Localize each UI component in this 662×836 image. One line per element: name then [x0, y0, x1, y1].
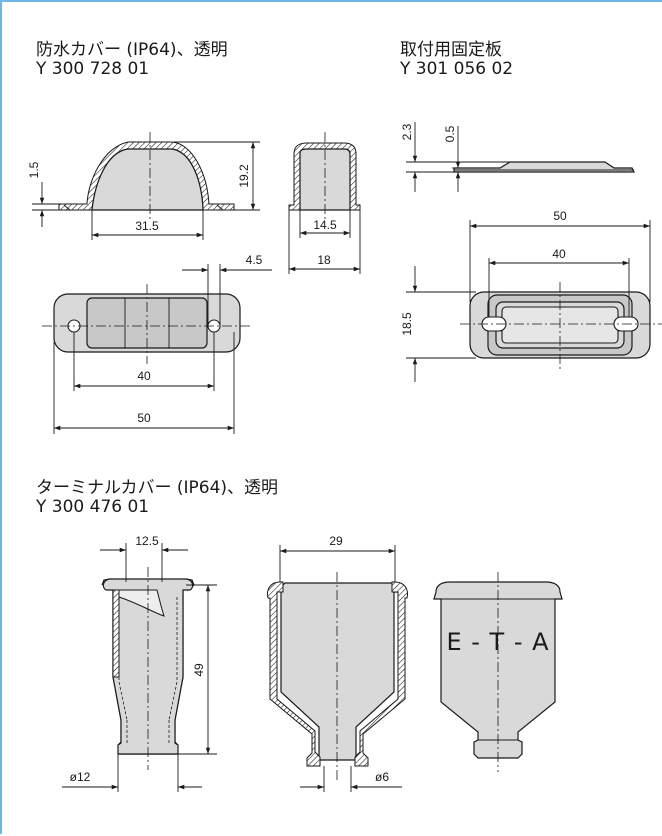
- plate-dim-18-5: 18.5: [400, 312, 414, 336]
- cover-end-view: 14.5 18: [288, 132, 361, 274]
- cover-top-view: 4.5 40 50: [42, 253, 272, 434]
- dim-4-5: 4.5: [246, 253, 263, 267]
- terminal-section-view: 29 ø6: [267, 534, 408, 792]
- plate-side-view: 2.3 0.5: [400, 122, 635, 192]
- plate-top-view: 50 40 18.5: [400, 209, 662, 382]
- dim-19-2: 19.2: [237, 164, 251, 188]
- dim-50: 50: [137, 411, 151, 425]
- plate-code: Y 301 056 02: [399, 59, 513, 79]
- plate-dim-50: 50: [553, 209, 567, 223]
- dim-18: 18: [317, 253, 331, 267]
- terminal-marking: E - T - A: [446, 628, 549, 656]
- terminal-side-view: 12.5 49 ø12: [62, 534, 217, 792]
- terminal-front-view: E - T - A: [433, 572, 563, 772]
- plate-title: 取付用固定板: [400, 40, 502, 60]
- cover-title: 防水カバー (IP64)、透明: [36, 40, 228, 60]
- term-dim-d6: ø6: [375, 770, 389, 784]
- cover-code: Y 300 728 01: [35, 59, 149, 79]
- dim-2-3: 2.3: [400, 123, 414, 140]
- dim-40: 40: [137, 369, 151, 383]
- term-dim-12-5: 12.5: [135, 534, 159, 548]
- plate-dim-40: 40: [552, 247, 566, 261]
- cover-side-view: 1.5 31.5 19.2: [27, 132, 260, 240]
- dim-31-5: 31.5: [135, 219, 159, 233]
- term-dim-49: 49: [192, 663, 206, 677]
- dim-1-5: 1.5: [27, 161, 41, 178]
- term-dim-d12: ø12: [70, 770, 91, 784]
- terminal-code: Y 300 476 01: [35, 497, 149, 517]
- dim-14-5: 14.5: [313, 218, 337, 232]
- dim-0-5: 0.5: [443, 125, 457, 142]
- term-dim-29: 29: [329, 534, 343, 548]
- terminal-title: ターミナルカバー (IP64)、透明: [36, 478, 278, 498]
